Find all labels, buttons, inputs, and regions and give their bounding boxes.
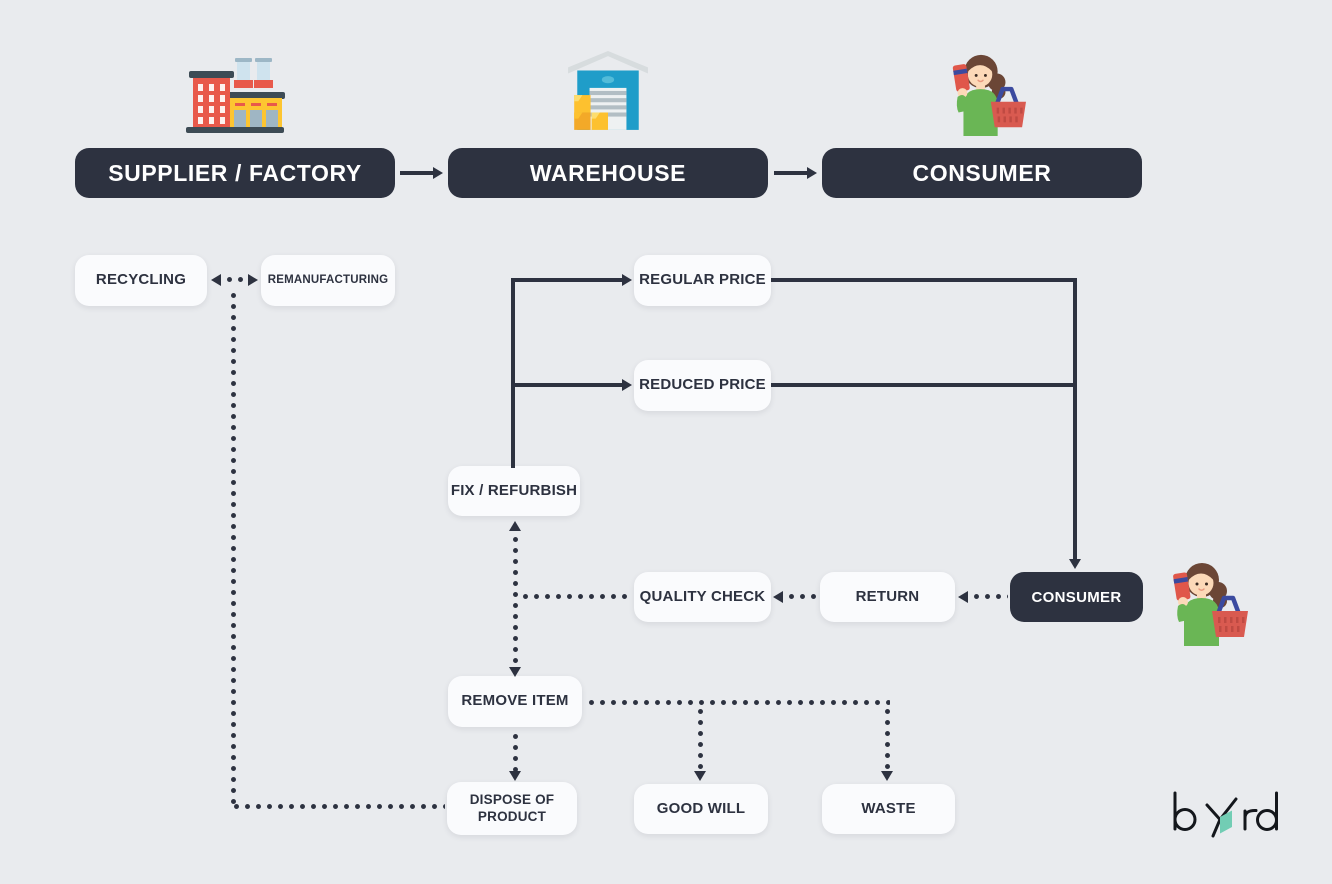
- edge-to-good-will-arrowhead: [694, 771, 706, 781]
- node-consumer-small: CONSUMER: [1010, 572, 1143, 622]
- node-regular-price-label: REGULAR PRICE: [639, 271, 766, 289]
- node-remanufacturing: REMANUFACTURING: [261, 255, 395, 306]
- edge-to-regular-price-line: [511, 278, 623, 282]
- edge-supplier-warehouse-line: [400, 171, 434, 175]
- node-reduced-price-label: REDUCED PRICE: [639, 376, 766, 394]
- node-remanufacturing-label: REMANUFACTURING: [267, 274, 389, 287]
- edge-to-quality-check-arrowhead: [773, 591, 783, 603]
- node-warehouse: WAREHOUSE: [448, 148, 768, 198]
- edge-to-dispose-arrowhead: [509, 771, 521, 781]
- edge-remove-right-dots: [586, 700, 890, 705]
- edge-recycling-arrowhead: [211, 274, 221, 286]
- node-fix-refurbish: FIX / REFURBISH: [448, 466, 580, 516]
- node-recycling: RECYCLING: [75, 255, 207, 306]
- node-consumer: CONSUMER: [822, 148, 1142, 198]
- node-dispose-of-product-label: DISPOSE OF PRODUCT: [469, 791, 555, 824]
- node-good-will-label: GOOD WILL: [656, 799, 746, 817]
- edge-reduced-price-to-consumer-line: [771, 383, 1075, 387]
- factory-icon: [186, 58, 285, 133]
- edge-consumer-arrowhead: [1069, 559, 1081, 569]
- byrd-logo: [1173, 791, 1278, 838]
- node-warehouse-label: WAREHOUSE: [529, 159, 687, 186]
- shopper-icon: [938, 50, 1028, 136]
- edge-to-fix-refurbish-arrowhead: [509, 521, 521, 531]
- node-waste: WASTE: [822, 784, 955, 834]
- edge-quality-vertical-dots: [513, 534, 518, 670]
- edge-to-regular-price-arrowhead: [622, 274, 632, 286]
- edge-warehouse-consumer-arrowhead: [807, 167, 817, 179]
- node-quality-check: QUALITY CHECK: [634, 572, 771, 622]
- node-waste-label: WASTE: [861, 799, 916, 817]
- edge-quality-check-left-dots: [520, 594, 632, 599]
- edge-supplier-warehouse-arrowhead: [433, 167, 443, 179]
- byrd-logo-accent: [1220, 810, 1232, 834]
- edge-remanufacturing-arrowhead: [248, 274, 258, 286]
- edge-consumer-return-dots: [971, 594, 1008, 599]
- node-supplier-factory: SUPPLIER / FACTORY: [75, 148, 395, 198]
- shopper-icon: [1158, 558, 1250, 646]
- edge-consumer-vertical-line: [1073, 278, 1077, 560]
- edge-to-waste-arrowhead: [881, 771, 893, 781]
- edge-fix-trunk-vertical: [511, 278, 515, 468]
- edge-to-return-arrowhead: [958, 591, 968, 603]
- node-remove-item: REMOVE ITEM: [448, 676, 582, 727]
- node-regular-price: REGULAR PRICE: [634, 255, 771, 306]
- node-fix-refurbish-label: FIX / REFURBISH: [450, 481, 578, 499]
- edge-dispose-loop-vertical-dots: [231, 290, 236, 806]
- edge-good-will-branch-dots: [698, 706, 703, 770]
- node-return: RETURN: [820, 572, 955, 622]
- node-remove-item-label: REMOVE ITEM: [461, 692, 569, 710]
- edge-warehouse-consumer-line: [774, 171, 808, 175]
- edge-waste-branch-dots: [885, 706, 890, 770]
- edge-to-reduced-price-arrowhead: [622, 379, 632, 391]
- node-dispose-of-product: DISPOSE OF PRODUCT: [447, 782, 577, 835]
- node-reduced-price: REDUCED PRICE: [634, 360, 771, 411]
- node-good-will: GOOD WILL: [634, 784, 768, 834]
- edge-to-remove-item-arrowhead: [509, 667, 521, 677]
- node-supplier-factory-label: SUPPLIER / FACTORY: [108, 159, 362, 186]
- node-consumer-label: CONSUMER: [912, 159, 1052, 186]
- edge-to-reduced-price-line: [511, 383, 623, 387]
- node-quality-check-label: QUALITY CHECK: [639, 587, 766, 605]
- edge-dispose-loop-horizontal-dots: [231, 804, 445, 809]
- edge-remove-dispose-dots: [513, 731, 518, 771]
- node-consumer-small-label: CONSUMER: [1031, 588, 1122, 606]
- warehouse-icon: [568, 51, 648, 130]
- node-return-label: RETURN: [855, 587, 920, 605]
- node-recycling-label: RECYCLING: [95, 271, 187, 289]
- edge-regular-price-to-consumer-line: [771, 278, 1077, 282]
- edge-recycling-remanufacturing-dots: [224, 277, 255, 282]
- edge-return-quality-dots: [786, 594, 818, 599]
